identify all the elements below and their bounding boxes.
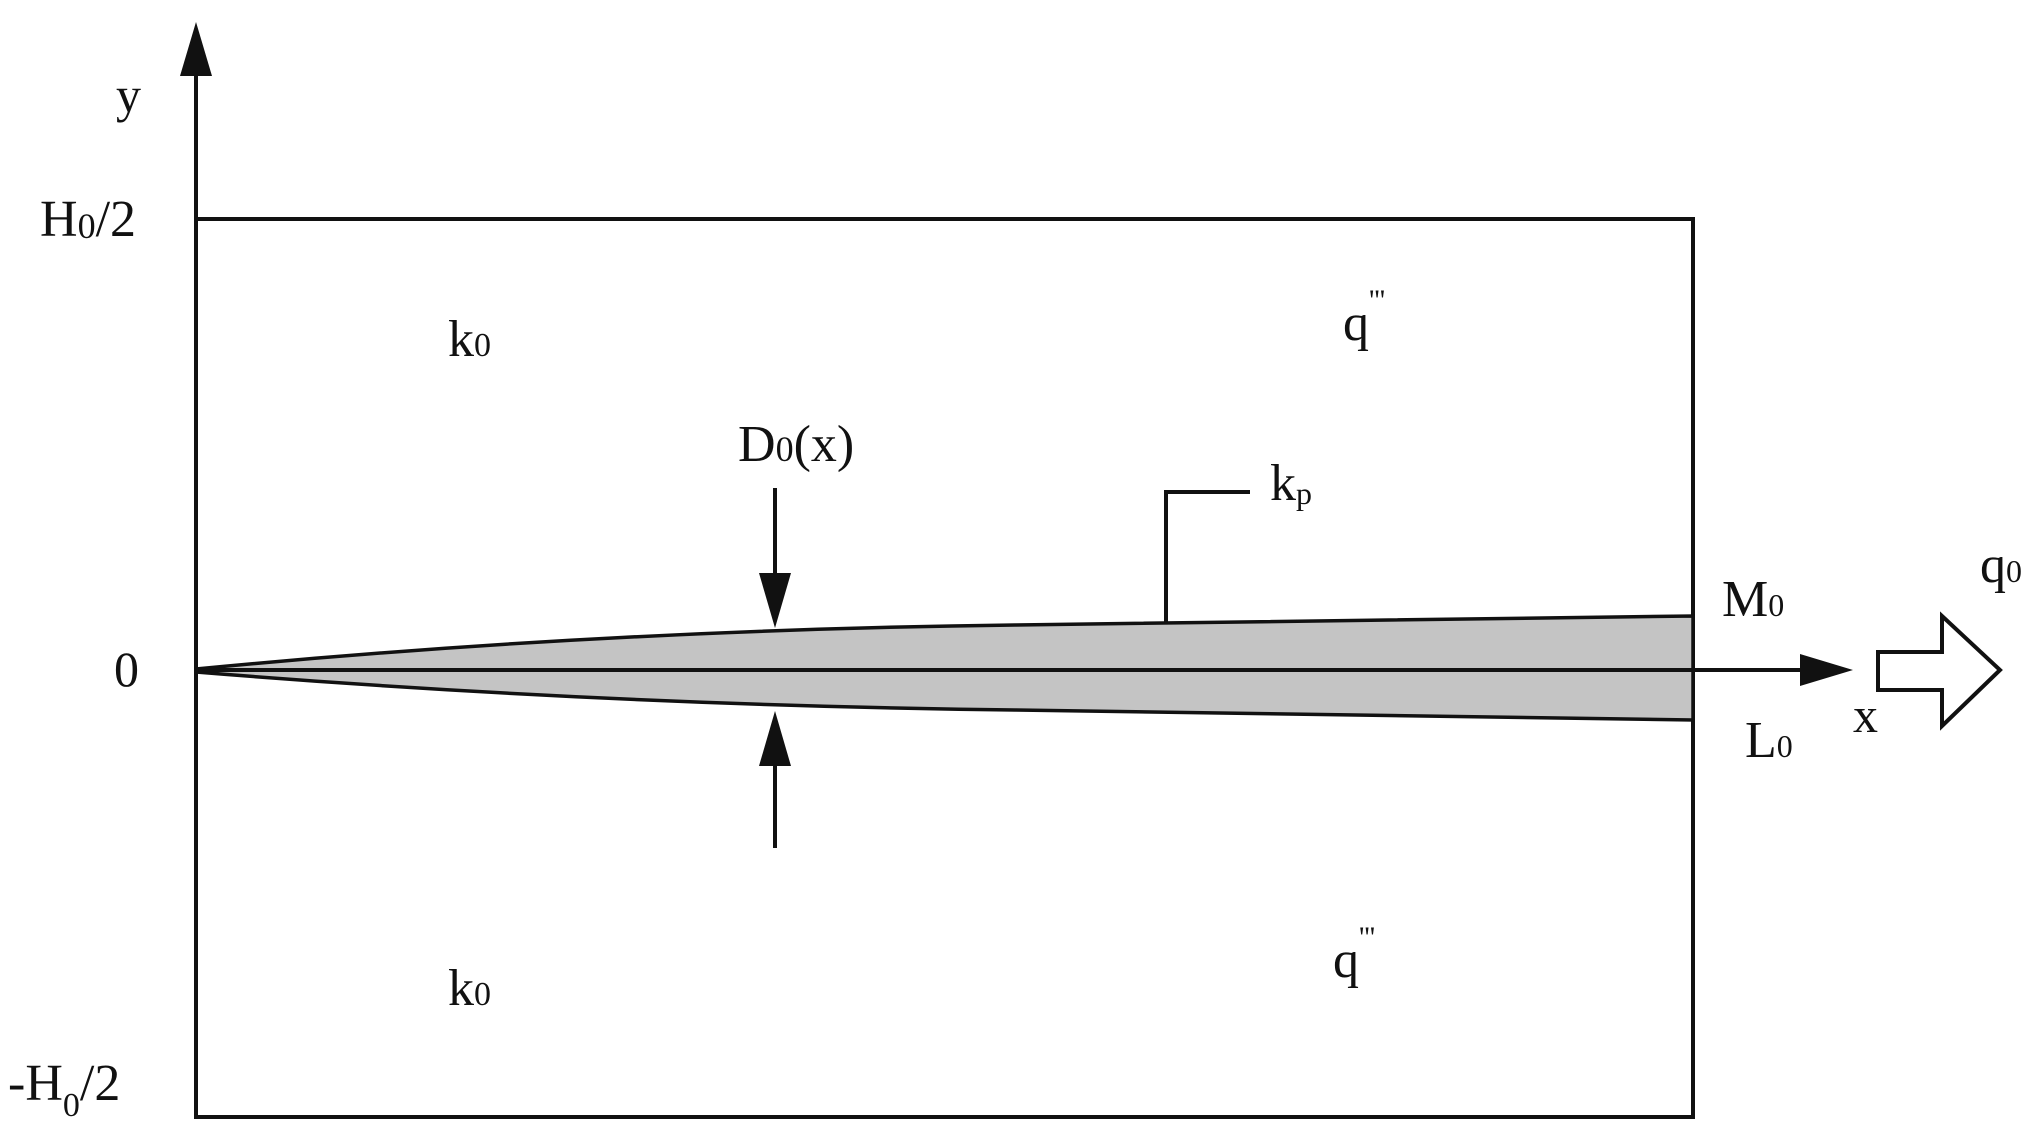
- insert-thickness-label: D0(x): [738, 416, 854, 473]
- insert-end-top-label: M0: [1722, 571, 1784, 628]
- bottom-boundary-label: -H0/2: [8, 1055, 120, 1124]
- heat-flux-label: q0: [1980, 537, 2022, 594]
- origin-label: 0: [114, 641, 139, 697]
- kp-leader-line: [1164, 490, 1250, 623]
- top-boundary-label: H0/2: [40, 191, 136, 248]
- x-axis-arrowhead: [1800, 654, 1853, 686]
- heat-flux-arrow-icon: [1876, 611, 2003, 731]
- lower-heat-generation-label: q''': [1333, 921, 1375, 989]
- y-axis-label: y: [116, 67, 141, 123]
- thickness-arrow-bottom-head: [759, 711, 791, 766]
- upper-heat-generation-label: q''': [1343, 284, 1385, 352]
- insert-end-bottom-label: L0: [1745, 712, 1793, 769]
- lower-conductivity-label: k0: [448, 960, 491, 1017]
- x-axis-label: x: [1853, 687, 1878, 743]
- y-axis-arrowhead: [180, 22, 212, 76]
- insert-conductivity-label: kp: [1270, 455, 1312, 512]
- upper-conductivity-label: k0: [448, 311, 491, 368]
- thickness-arrow-top-head: [759, 573, 791, 628]
